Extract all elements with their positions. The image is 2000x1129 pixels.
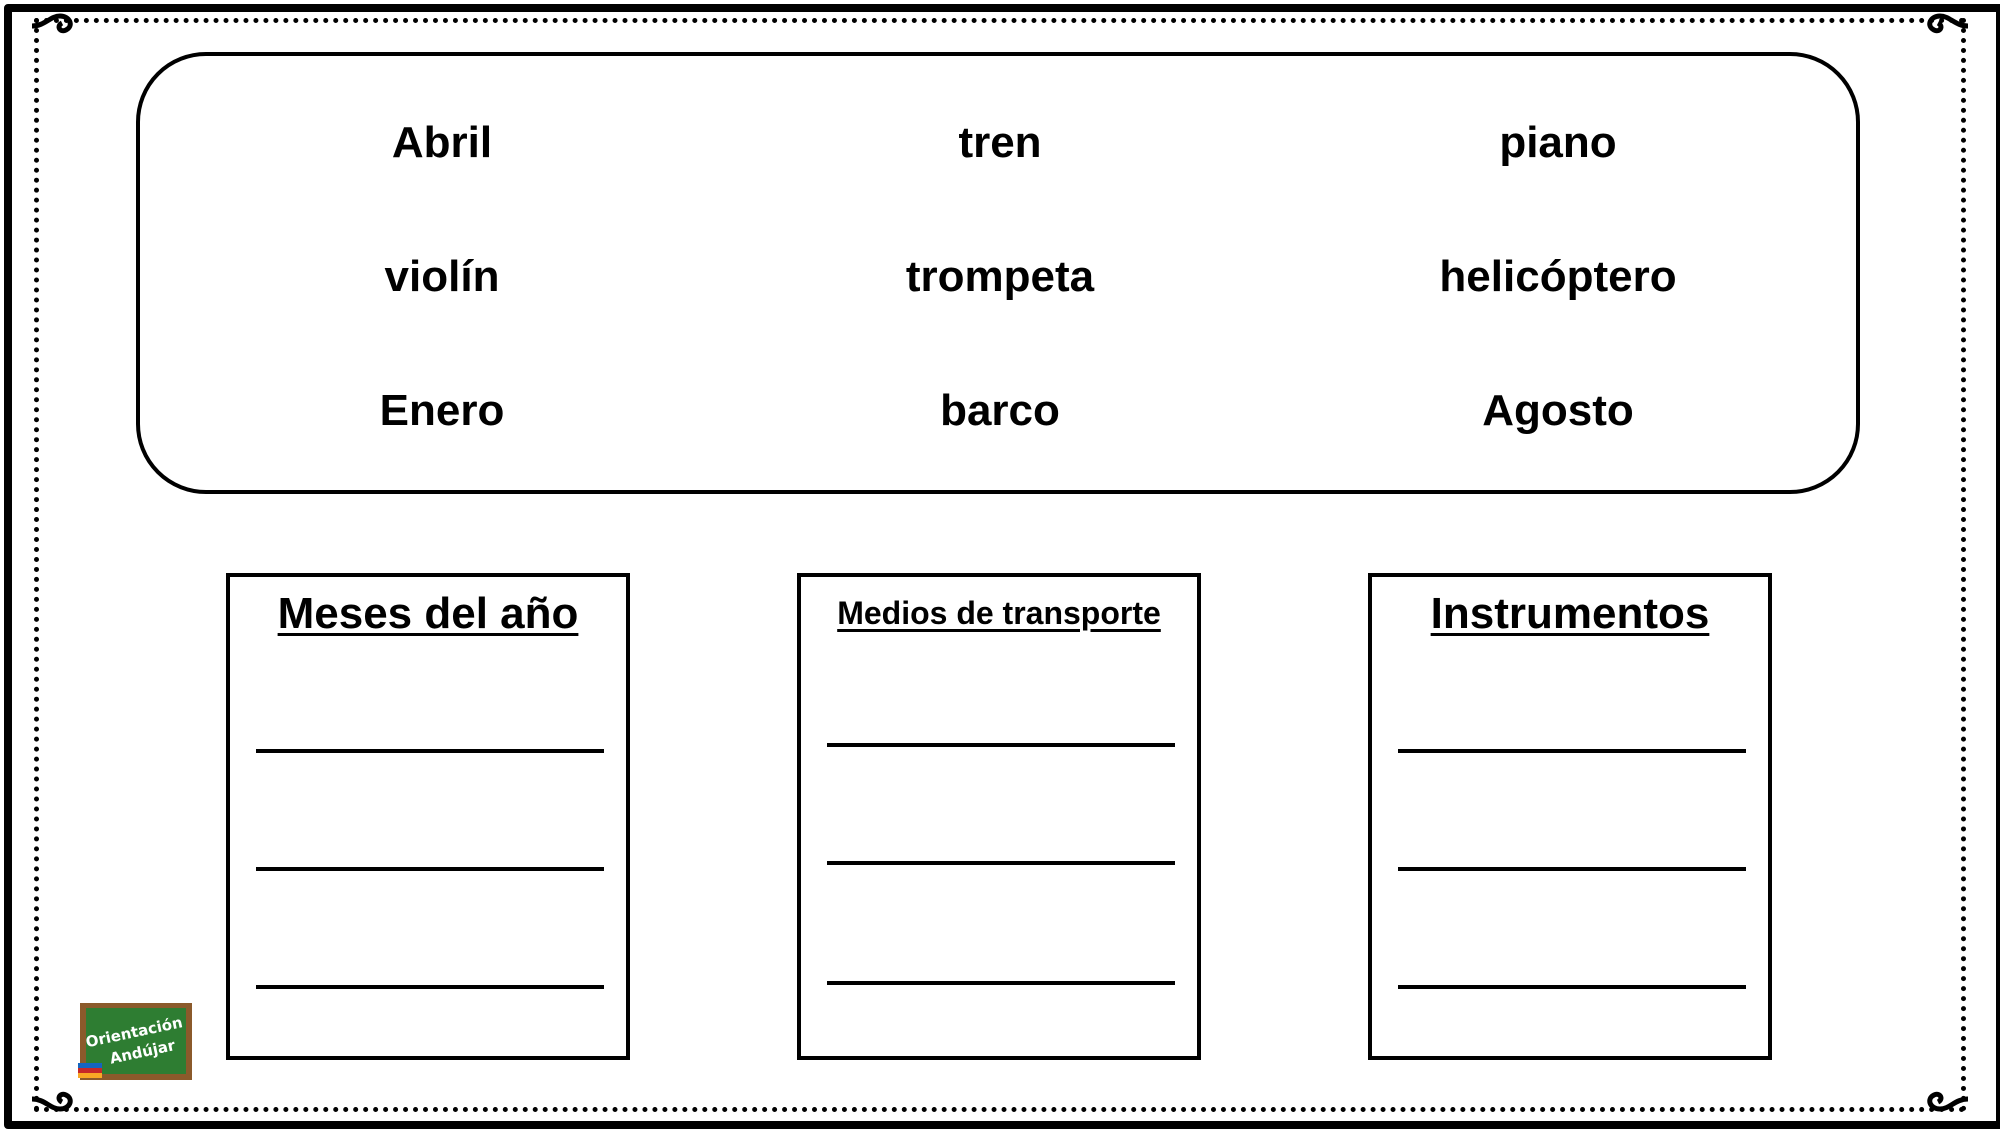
answer-line-1[interactable] <box>827 743 1175 747</box>
word-helicoptero[interactable]: helicóptero <box>1439 252 1677 301</box>
category-box-transport: Medios de transporte <box>797 573 1201 1060</box>
word-agosto[interactable]: Agosto <box>1482 386 1634 435</box>
category-box-instruments: Instrumentos <box>1368 573 1772 1060</box>
category-title-transport: Medios de transporte <box>837 595 1161 631</box>
word-bank <box>136 52 1860 494</box>
answer-line-2[interactable] <box>827 861 1175 865</box>
answer-line-2[interactable] <box>1398 867 1746 871</box>
word-tren[interactable]: tren <box>958 118 1042 167</box>
word-barco[interactable]: barco <box>940 386 1060 435</box>
answer-line-1[interactable] <box>1398 749 1746 753</box>
corner-swirl-icon <box>31 1091 73 1112</box>
corner-swirl-icon <box>1927 1091 1969 1112</box>
corner-swirl-icon <box>1927 13 1969 34</box>
books-icon <box>78 1063 102 1078</box>
category-box-months: Meses del año <box>226 573 630 1060</box>
answer-line-2[interactable] <box>256 867 604 871</box>
category-title-instruments: Instrumentos <box>1430 589 1710 638</box>
answer-line-3[interactable] <box>1398 985 1746 989</box>
word-enero[interactable]: Enero <box>379 386 505 435</box>
word-piano[interactable]: piano <box>1499 118 1617 167</box>
word-trompeta[interactable]: trompeta <box>905 252 1095 301</box>
answer-line-3[interactable] <box>256 985 604 989</box>
corner-swirl-icon <box>31 13 73 34</box>
answer-line-3[interactable] <box>827 981 1175 985</box>
dotted-border <box>34 18 1966 1112</box>
word-violin[interactable]: violín <box>384 252 500 301</box>
word-abril[interactable]: Abril <box>391 118 493 167</box>
answer-line-1[interactable] <box>256 749 604 753</box>
orientacion-andujar-logo: Orientación Andújar <box>78 1003 192 1080</box>
category-title-months: Meses del año <box>277 589 579 638</box>
